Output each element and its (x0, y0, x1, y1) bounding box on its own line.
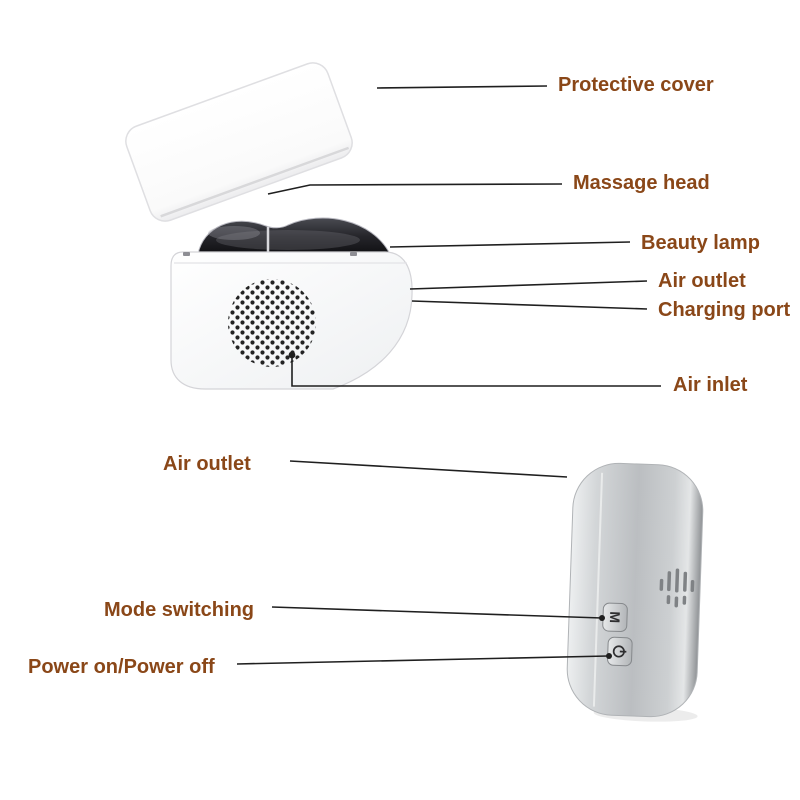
callout-line-beauty-lamp (389, 241, 631, 248)
power-icon (612, 645, 627, 658)
grille-slot (666, 595, 671, 605)
grille-slot (674, 596, 679, 608)
callout-label-air-inlet: Air inlet (673, 374, 748, 396)
air-inlet-dots (228, 279, 316, 367)
callout-label-mode-switching: Mode switching (104, 599, 254, 621)
grille-slot (683, 571, 688, 592)
callout-line-air-outlet-bottom (289, 460, 568, 478)
callout-label-massage-head: Massage head (573, 172, 710, 194)
massage-head-highlight (216, 230, 360, 250)
power-button (607, 636, 633, 667)
callout-line-charging-port (411, 300, 648, 310)
callout-label-charging-port: Charging port (658, 299, 791, 321)
callout-label-protective-cover: Protective cover (558, 74, 714, 96)
callout-line-massage-head (267, 183, 563, 195)
main-device-illustration (170, 251, 413, 390)
callout-line-mode-switching (271, 606, 603, 619)
massage-head-highlight (208, 226, 260, 240)
callout-line-air-outlet-top (409, 280, 648, 290)
hinge-clip (183, 252, 190, 256)
mode-button-label: M (607, 611, 623, 623)
grille-slot (674, 568, 680, 593)
protective-cover-edge (160, 146, 350, 218)
callout-label-power: Power on/Power off (28, 656, 215, 678)
callout-dots (288, 351, 612, 659)
callout-line-air-inlet (291, 355, 661, 387)
power-button-cap (607, 636, 633, 667)
speaker-grille (659, 568, 695, 608)
grille-slot (682, 595, 687, 605)
callout-dot-air-inlet (288, 351, 296, 359)
mode-button: M (602, 602, 628, 633)
callout-label-air-outlet-bottom: Air outlet (163, 453, 251, 475)
callout-dot-power (606, 653, 612, 659)
callout-line-protective-cover (376, 85, 548, 89)
massage-head-dome (197, 217, 391, 255)
grille-slot (659, 578, 664, 591)
callout-dot-mode (599, 615, 605, 621)
massage-head-illustration (197, 217, 391, 255)
grille-slot (690, 580, 695, 593)
callout-line-power (236, 655, 609, 665)
hinge-clip (350, 252, 357, 256)
callout-label-air-outlet-top: Air outlet (658, 270, 746, 292)
callout-label-beauty-lamp: Beauty lamp (641, 232, 760, 254)
grille-slot (667, 571, 672, 592)
protective-cover-illustration (125, 62, 353, 222)
handheld-front-seam (592, 472, 604, 707)
handheld-device-illustration: M (566, 462, 704, 722)
protective-cover-shape (125, 62, 353, 222)
callout-lines (236, 85, 661, 665)
